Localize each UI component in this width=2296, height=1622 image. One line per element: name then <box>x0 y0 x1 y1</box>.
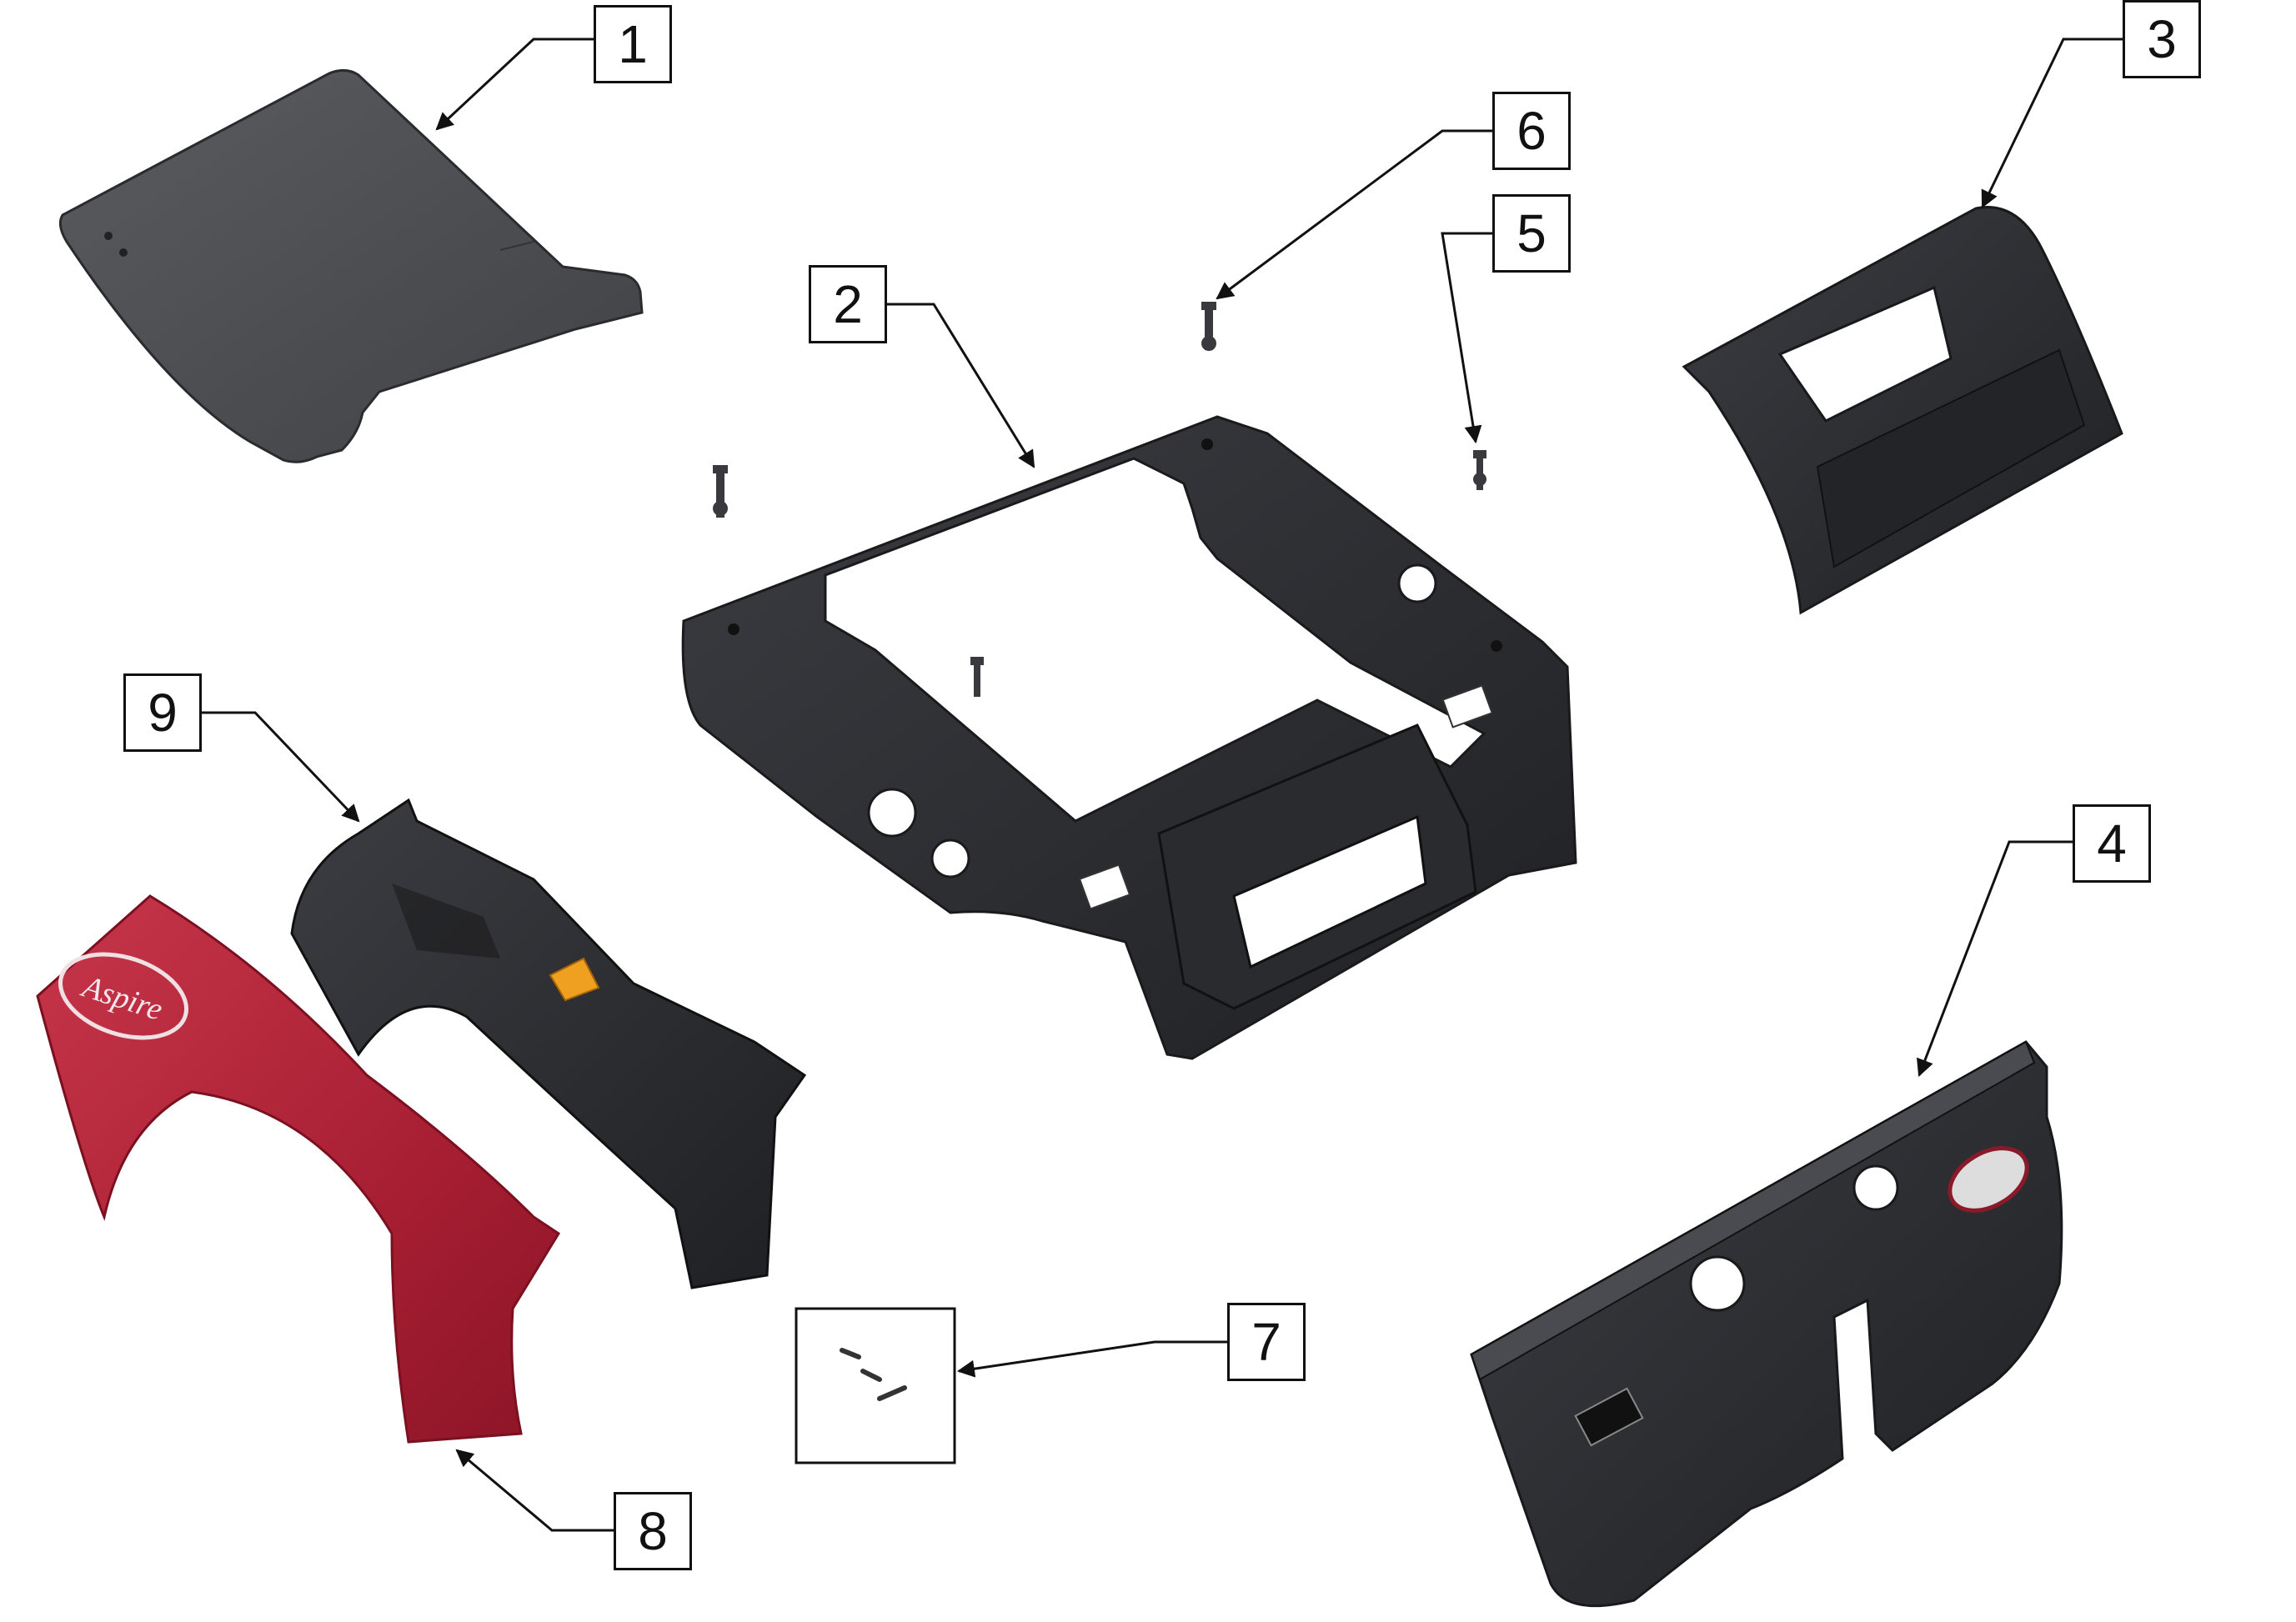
part-9-black-fender <box>290 798 807 1289</box>
leader-5 <box>1441 232 1492 444</box>
part-4-rear-cover <box>1470 1040 2063 1608</box>
part-1-top-panel <box>58 69 644 463</box>
leader-lines <box>202 38 2123 1532</box>
part-3-rear-tray <box>1682 206 2123 615</box>
loose-rivet-left <box>713 465 728 518</box>
leader-1 <box>435 38 594 131</box>
callout-5: 5 <box>1492 194 1571 273</box>
leader-6 <box>1216 129 1492 300</box>
callout-4: 4 <box>2073 804 2151 883</box>
part-6-push-rivet <box>1201 302 1216 351</box>
leader-4 <box>1917 840 2073 1077</box>
leader-7 <box>956 1340 1227 1378</box>
leader-2 <box>885 303 1035 468</box>
leader-9 <box>202 711 360 823</box>
callout-9: 9 <box>123 673 202 752</box>
loose-rivet-center <box>970 657 984 697</box>
callout-3: 3 <box>2123 0 2201 78</box>
part-8-red-fender: Aspire <box>36 894 561 1444</box>
callout-8: 8 <box>614 1492 692 1570</box>
part-5-push-rivet <box>1473 450 1486 490</box>
callout-7: 7 <box>1227 1303 1306 1381</box>
leader-3 <box>1981 38 2123 208</box>
callout-1: 1 <box>594 5 672 83</box>
part-2-frame-shroud <box>681 415 1577 1060</box>
callout-2: 2 <box>809 265 887 343</box>
leader-8 <box>455 1449 614 1532</box>
part-7-screw-set <box>795 1307 956 1464</box>
callout-6: 6 <box>1492 92 1571 170</box>
